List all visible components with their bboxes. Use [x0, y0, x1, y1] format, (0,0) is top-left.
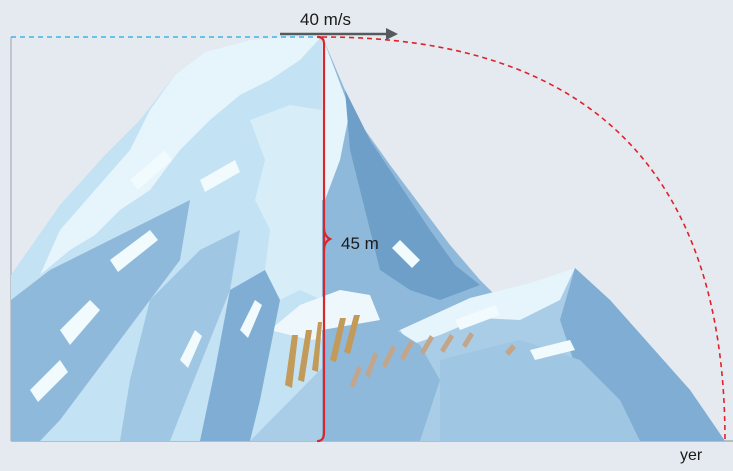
snow-left-face — [40, 36, 322, 275]
snow-under-peak — [322, 36, 350, 200]
height-label: 45 m — [341, 234, 379, 253]
velocity-arrow-icon — [280, 28, 398, 40]
snow-center — [250, 105, 322, 300]
snow-streaks — [30, 150, 575, 402]
rock-dark-right-face — [345, 90, 480, 300]
trajectory-curve — [321, 36, 726, 442]
rock-lower-right — [440, 340, 640, 441]
speed-label: 40 m/s — [300, 10, 352, 29]
rock-shade-center — [200, 270, 280, 441]
vegetation — [285, 315, 516, 388]
height-marker — [316, 35, 333, 443]
ground-label: yer — [680, 447, 703, 464]
rock-shade-left-2 — [120, 230, 240, 441]
ridge-snowcap — [400, 268, 575, 345]
rock-lower-center — [322, 320, 440, 441]
